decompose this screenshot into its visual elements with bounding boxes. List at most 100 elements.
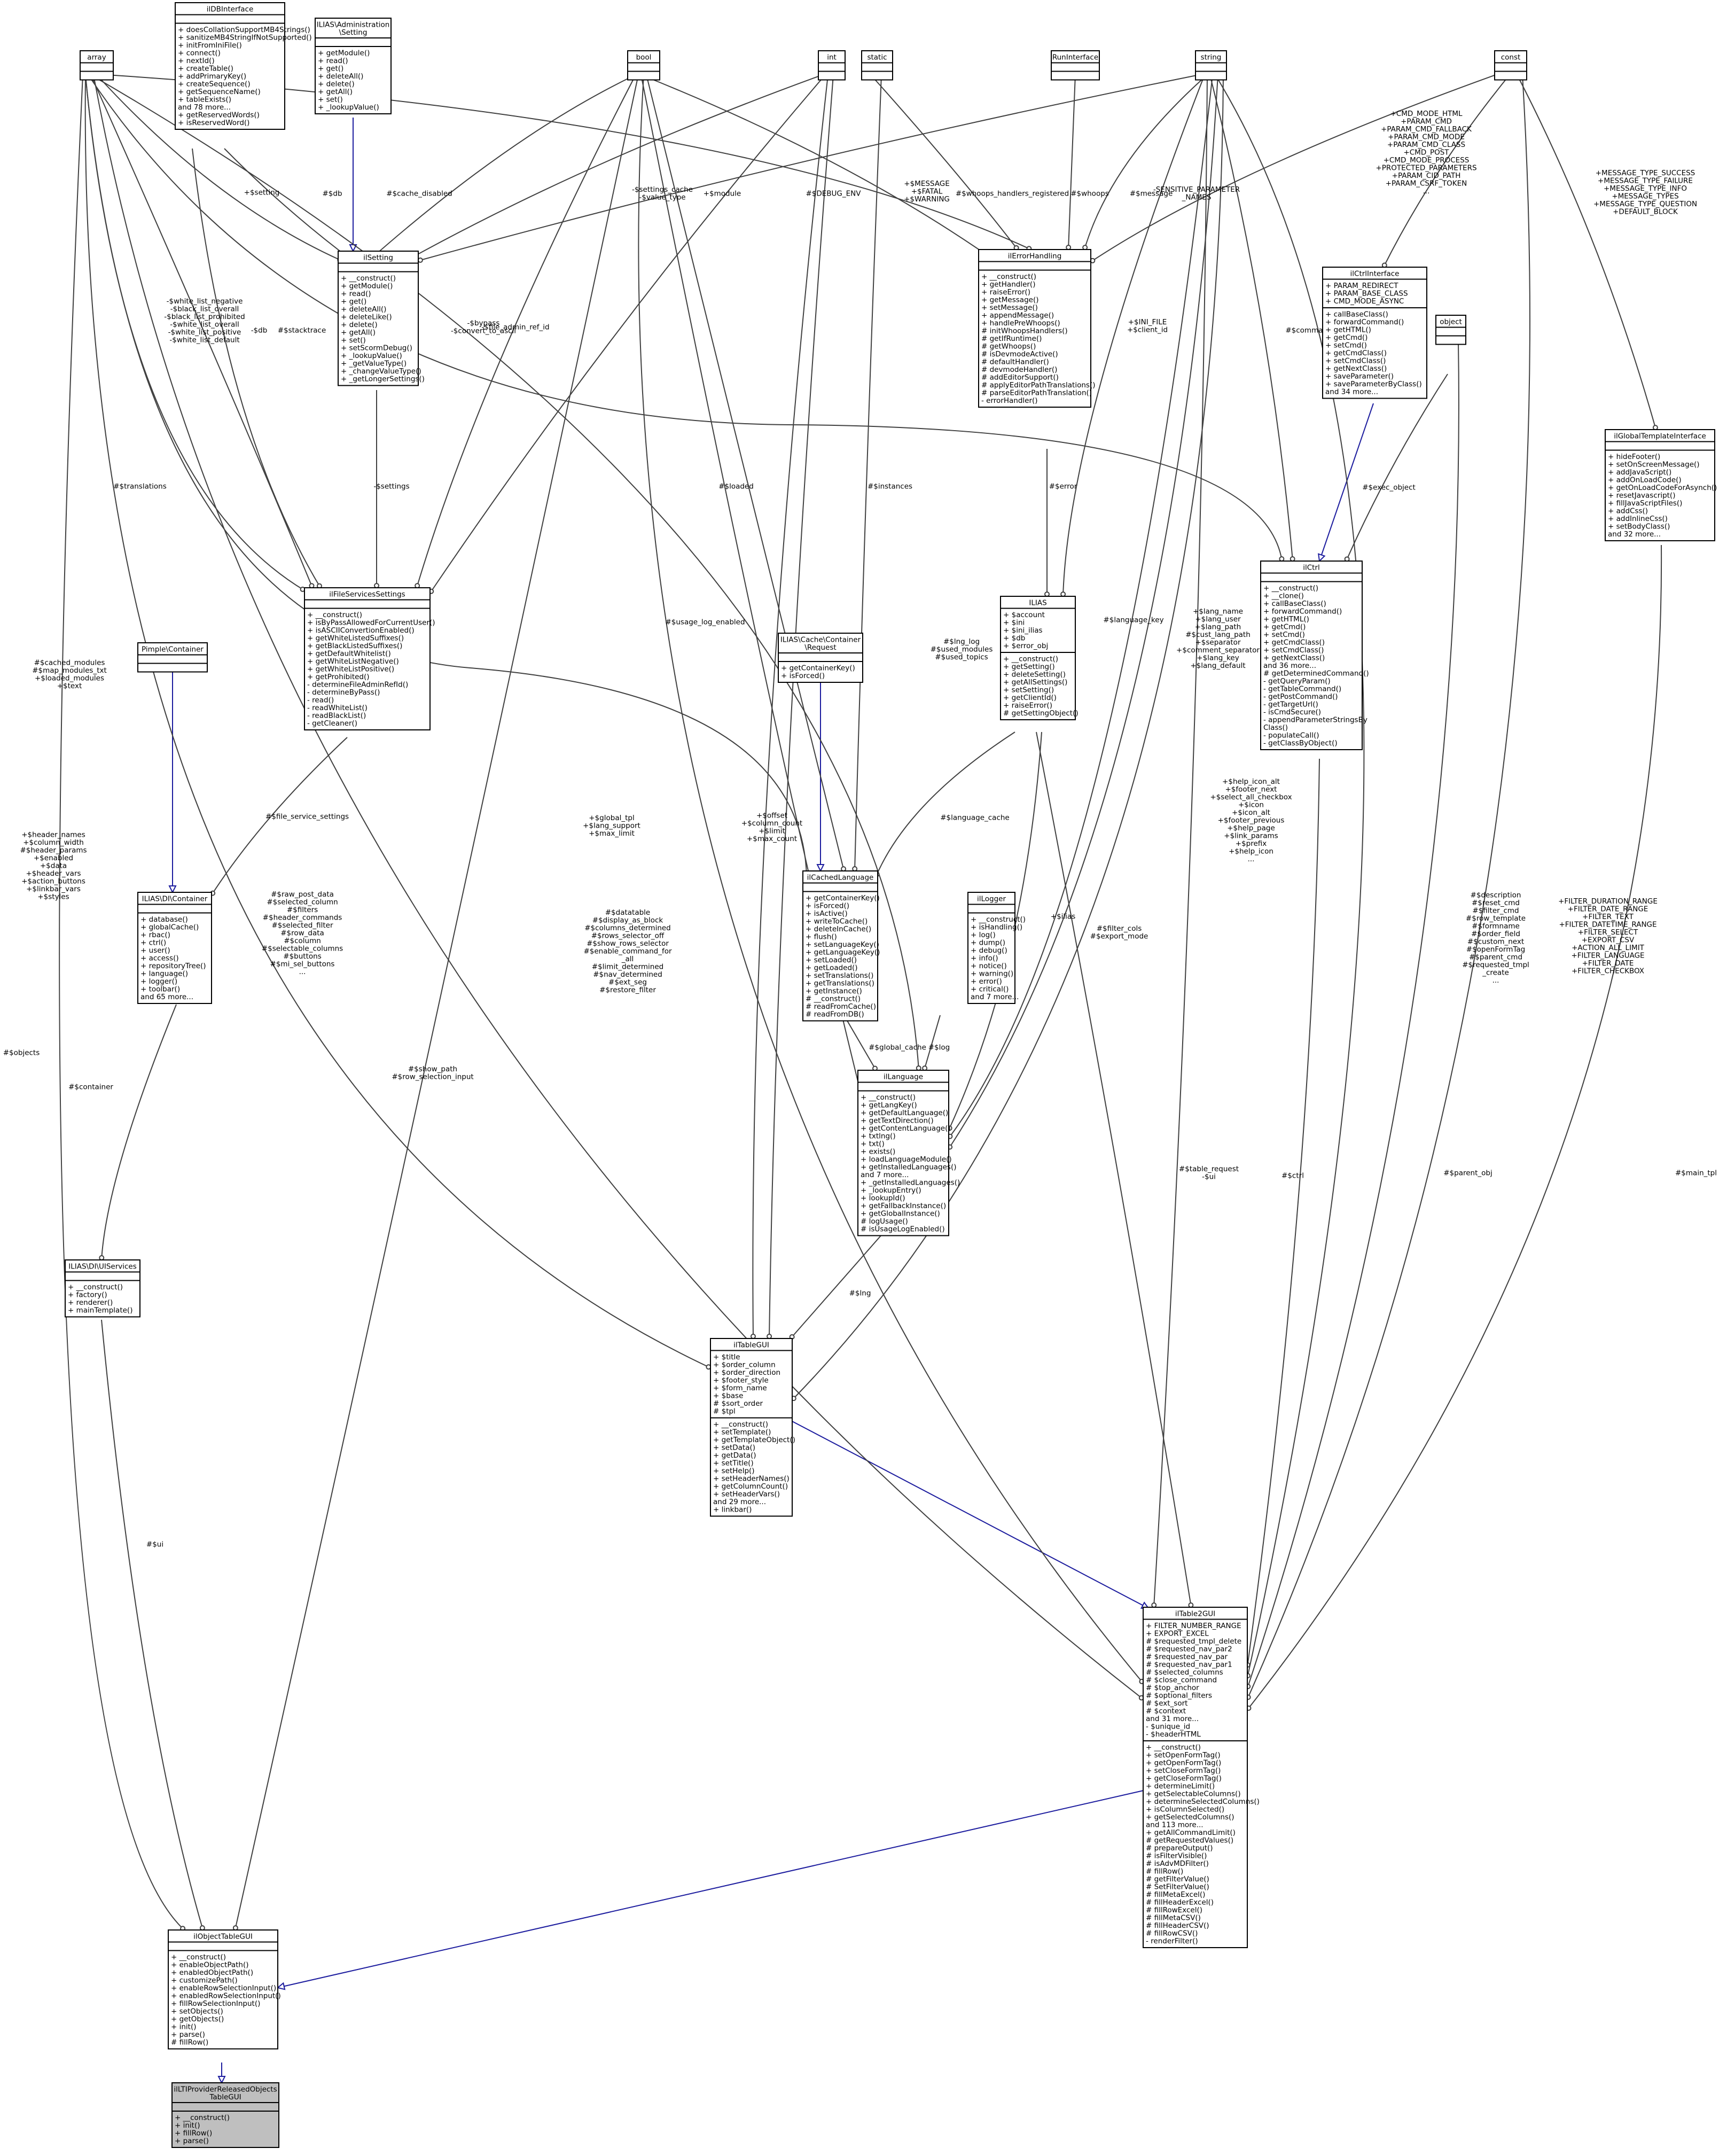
- class-ilTable2GUI[interactable]: ilTable2GUI+ FILTER_NUMBER_RANGE+ EXPORT…: [1143, 1607, 1260, 1948]
- class-attribute: + $base: [713, 1392, 743, 1400]
- association-line: [646, 74, 845, 871]
- association-line: [368, 74, 636, 261]
- edge-label: #$cache_disabled: [386, 189, 452, 198]
- edge-cacheRequest-to-ilCachedLanguage: [816, 672, 825, 873]
- class-adminSetting[interactable]: ILIAS\Administration\Setting+ getModule(…: [315, 18, 392, 114]
- class-method: + notice(): [971, 962, 1007, 970]
- class-method: + delete(): [318, 80, 355, 89]
- class-method: + renderer(): [68, 1298, 113, 1307]
- edge-DIContainer-to-UIServices: [99, 1004, 177, 1261]
- class-ILIAS[interactable]: ILIAS+ $account+ $ini+ $ini_ilias+ $db+ …: [1000, 596, 1079, 720]
- edge-label: #$cust_lang_path: [1185, 631, 1251, 639]
- class-method: + critical(): [971, 985, 1009, 994]
- class-array[interactable]: array: [80, 50, 114, 81]
- class-box: [861, 50, 893, 81]
- class-method: + setObjects(): [171, 2007, 223, 2016]
- class-method: # fillHeaderExcel(): [1146, 1898, 1214, 1907]
- class-UIServices[interactable]: ILIAS\DI\UIServices+ __construct()+ fact…: [65, 1259, 140, 1318]
- edge-label: #$buttons: [283, 952, 321, 961]
- class-ilLanguage[interactable]: ilLanguage+ __construct()+ getLangKey()+…: [857, 1070, 960, 1236]
- edge-label: +$max_limit: [589, 829, 635, 838]
- class-method: + enableRowSelectionInput(): [171, 1984, 276, 1992]
- class-attribute: + EXPORT_EXCEL: [1146, 1630, 1209, 1638]
- class-ilTableGUI[interactable]: ilTableGUI+ $title+ $order_column+ $orde…: [710, 1338, 795, 1517]
- class-ilErrorHandling[interactable]: ilErrorHandling+ __construct()+ getHandl…: [978, 249, 1096, 408]
- class-title: int: [827, 53, 837, 62]
- class-method: - getTargetUrl(): [1263, 700, 1318, 709]
- class-method: + __construct(): [68, 1283, 123, 1291]
- edge-label: #$columns_determined: [584, 924, 671, 932]
- class-ilSetting[interactable]: ilSetting+ __construct()+ getModule()+ r…: [338, 251, 425, 386]
- class-Pimple[interactable]: Pimple\Container: [137, 642, 208, 673]
- class-ilCtrlInterface[interactable]: ilCtrlInterface+ PARAM_REDIRECT+ PARAM_B…: [1322, 267, 1427, 399]
- association-line: [752, 74, 829, 1339]
- class-ilFileServicesSettings[interactable]: ilFileServicesSettings+ __construct()+ i…: [304, 587, 435, 730]
- class-ilGlobalTemplateInterface[interactable]: ilGlobalTemplateInterface + hideFooter() +…: [1605, 429, 1717, 541]
- class-method: + fillJavaScriptFiles(): [1608, 499, 1682, 508]
- edge-label: #$used_topics: [935, 653, 988, 661]
- edge-label: #$cached_modules: [34, 659, 105, 667]
- class-method: + resetJavascript(): [1608, 492, 1675, 500]
- edge-label: #$nav_determined: [593, 970, 662, 979]
- class-cacheRequest[interactable]: ILIAS\Cache\Container\Request+ getContai…: [778, 633, 863, 683]
- class-ilLogger[interactable]: ilLogger+ __construct()+ isHandling()+ l…: [967, 892, 1026, 1004]
- class-object[interactable]: object: [1435, 315, 1466, 345]
- class-box: [137, 892, 212, 1004]
- edge-label: _all: [621, 955, 634, 963]
- class-bool[interactable]: bool: [627, 50, 660, 81]
- association-line: [211, 737, 348, 896]
- class-RunInterface[interactable]: RunInterface: [1051, 50, 1100, 81]
- class-method: + hideFooter(): [1608, 453, 1660, 461]
- class-ilDBInterface[interactable]: ilDBInterface+ doesCollationSupportMB4St…: [175, 2, 312, 130]
- edge-label: +FILTER_DATE_RANGE: [1568, 905, 1648, 914]
- class-int[interactable]: int: [818, 50, 846, 81]
- class-method: + database(): [140, 915, 188, 924]
- class-const[interactable]: const: [1494, 50, 1527, 81]
- class-method: + nextId(): [178, 57, 215, 65]
- class-method: - renderFilter(): [1146, 1937, 1198, 1945]
- class-box: [137, 642, 208, 673]
- edge-label: #$stacktrace: [278, 326, 326, 334]
- edge-int-to-ilSetting: [405, 74, 823, 263]
- class-ilCachedLanguage[interactable]: ilCachedLanguage+ getContainerKey()+ isF…: [802, 870, 880, 1022]
- class-static[interactable]: static: [861, 50, 893, 81]
- class-ilObjectTableGUI[interactable]: ilObjectTableGUI+ __construct()+ enableO…: [168, 1929, 281, 2050]
- class-method: + dump(): [971, 939, 1005, 947]
- class-title: ilGlobalTemplateInterface: [1614, 432, 1706, 441]
- class-DIContainer[interactable]: ILIAS\DI\Container+ database()+ globalCa…: [137, 892, 212, 1004]
- class-method: + getTextDirection(): [861, 1117, 934, 1125]
- class-method: + setOpenFormTag(): [1146, 1751, 1221, 1760]
- class-string[interactable]: string: [1195, 50, 1227, 81]
- edge-label: #$log: [928, 1043, 950, 1052]
- class-method: + sanitizeMB4StringIfNotSupported(): [178, 34, 312, 42]
- edge-label: #$lng: [849, 1289, 871, 1297]
- edge-label: #$message: [1130, 189, 1173, 198]
- edge-label: ...: [1423, 187, 1430, 196]
- edge-label: #$row_data: [280, 929, 324, 937]
- class-method: + getClientId(): [1003, 694, 1057, 702]
- association-line: [59, 74, 185, 1931]
- class-method: + getNextClass(): [1263, 654, 1325, 663]
- edge-label: #$whoops: [1070, 189, 1109, 198]
- edge-int-to-ilTableGUI: [767, 74, 834, 1340]
- class-attribute: - $unique_id: [1146, 1723, 1190, 1731]
- class-method: + language(): [140, 970, 188, 978]
- class-method: + getModule(): [341, 282, 393, 291]
- class-title: ilFileServicesSettings: [329, 590, 405, 599]
- class-attribute: # $selected_columns: [1146, 1668, 1223, 1677]
- class-method: + getDefaultLanguage(): [861, 1109, 948, 1117]
- class-method: + __construct(): [971, 915, 1026, 924]
- association-line: [1153, 74, 1208, 1608]
- edge-label: #$filter_cols: [1097, 924, 1142, 933]
- class-method: + fillRow(): [175, 2129, 212, 2138]
- class-method: + isForced(): [781, 672, 825, 680]
- edge-ilCtrlInterface-to-ilCtrl: [1318, 403, 1374, 563]
- class-ilCtrl[interactable]: ilCtrl+ __construct()+ __clone()+ callBa…: [1260, 561, 1369, 750]
- class-method: + get(): [318, 65, 343, 73]
- class-method: # getRequestedValues(): [1146, 1836, 1233, 1845]
- association-line: [192, 148, 321, 588]
- association-line: [843, 1015, 877, 1071]
- association-line: [948, 74, 1213, 1139]
- class-attribute: + $footer_style: [713, 1376, 769, 1385]
